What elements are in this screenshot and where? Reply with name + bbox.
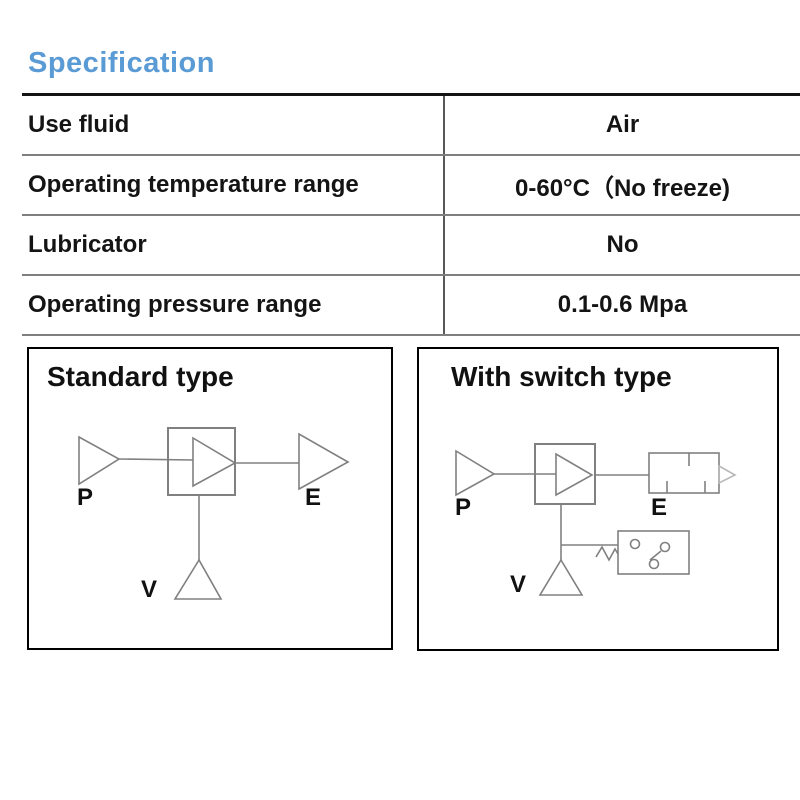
spring-icon bbox=[595, 545, 619, 562]
p-port-triangle-icon bbox=[455, 449, 496, 497]
switch-contact-dot bbox=[629, 538, 641, 550]
with-switch-schematic-icon bbox=[455, 443, 737, 596]
port-label-e: E bbox=[651, 494, 668, 521]
spec-label-temperature-range: Operating temperature range bbox=[22, 156, 445, 214]
spec-label-pressure-range: Operating pressure range bbox=[22, 276, 445, 334]
spec-label-lubricator: Lubricator bbox=[22, 216, 445, 274]
port-label-v: V bbox=[141, 576, 158, 603]
spec-value-use-fluid: Air bbox=[605, 111, 640, 138]
table-row: Lubricator No bbox=[22, 216, 800, 276]
port-label-e: E bbox=[305, 484, 322, 511]
specification-table: Use fluid Air Operating temperature rang… bbox=[22, 93, 800, 336]
v-port-triangle-icon bbox=[173, 558, 223, 600]
with-switch-type-panel: With switch type P E V bbox=[417, 347, 779, 651]
spec-value-lubricator: No bbox=[606, 231, 639, 258]
e-port-triangle-icon bbox=[298, 432, 350, 491]
exhaust-valve-box bbox=[648, 452, 720, 494]
switch-lever-line bbox=[649, 550, 662, 561]
flow-triangle-icon bbox=[555, 452, 594, 497]
port-label-p: P bbox=[455, 494, 472, 521]
with-switch-type-title: With switch type bbox=[451, 361, 672, 392]
exhaust-outlet-triangle-icon bbox=[718, 464, 737, 485]
spec-value-temperature-range: 0-60°C（No freeze) bbox=[515, 174, 730, 202]
switch-contact-dot bbox=[659, 541, 671, 553]
table-row: Operating pressure range 0.1-0.6 Mpa bbox=[22, 276, 800, 336]
flow-triangle-icon bbox=[192, 436, 237, 488]
standard-type-schematic-icon bbox=[78, 427, 350, 600]
valve-body-box bbox=[167, 427, 236, 496]
switch-contact-dot bbox=[648, 558, 660, 570]
inlet-line bbox=[118, 458, 194, 461]
spec-label-use-fluid: Use fluid bbox=[22, 96, 445, 154]
p-port-triangle-icon bbox=[78, 435, 121, 486]
table-row: Operating temperature range 0-60°C（No fr… bbox=[22, 156, 800, 216]
valve-body-box bbox=[534, 443, 596, 505]
port-label-p: P bbox=[77, 484, 94, 511]
standard-type-panel: Standard type P E V bbox=[27, 347, 393, 650]
standard-type-title: Standard type bbox=[47, 361, 234, 392]
table-row: Use fluid Air bbox=[22, 96, 800, 156]
spec-value-pressure-range: 0.1-0.6 Mpa bbox=[557, 291, 688, 318]
pressure-switch-box bbox=[617, 530, 690, 575]
v-port-triangle-icon bbox=[538, 558, 584, 596]
page-title: Specification bbox=[28, 47, 215, 79]
port-label-v: V bbox=[510, 571, 527, 598]
